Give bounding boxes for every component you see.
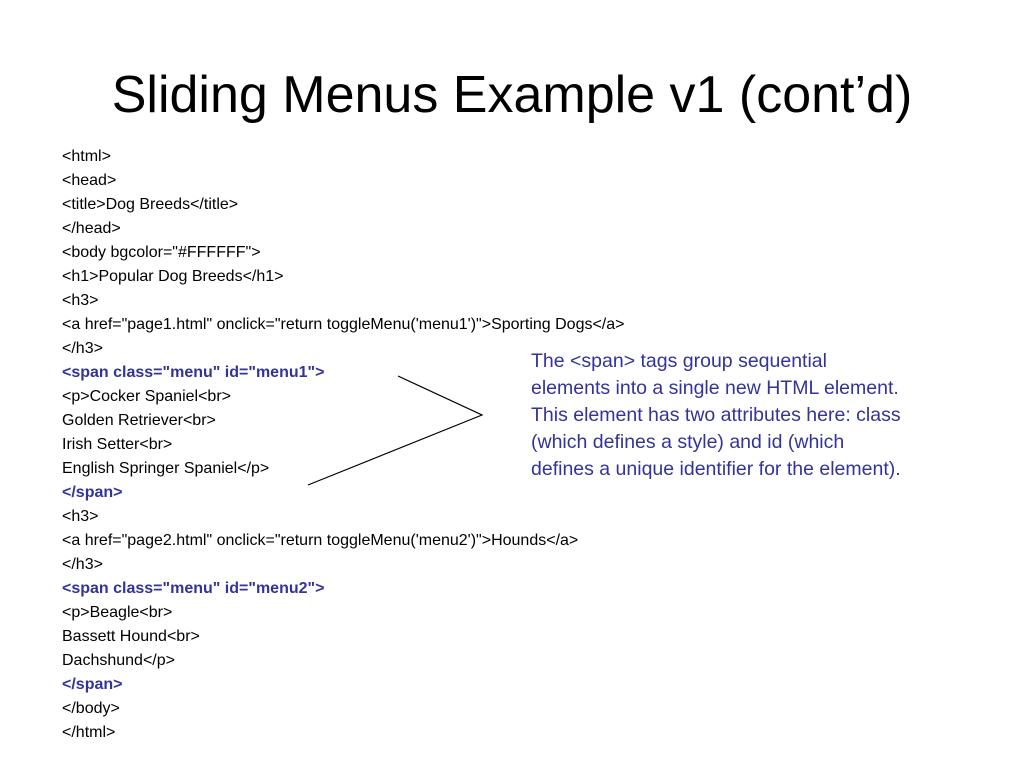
code-line: <html> [62, 148, 111, 165]
code-line: </head> [62, 220, 121, 237]
code-line: </h3> [62, 556, 103, 573]
code-line: <head> [62, 172, 117, 189]
code-line: <a href="page2.html" onclick="return tog… [62, 532, 579, 549]
slide-title: Sliding Menus Example v1 (cont’d) [111, 66, 913, 124]
code-line: </html> [62, 724, 116, 741]
code-line: <p>Cocker Spaniel<br> [62, 388, 231, 405]
callout-note: The <span> tags group sequential element… [531, 350, 901, 480]
code-line-highlighted: </span> [62, 484, 123, 501]
code-line: <p>Beagle<br> [62, 604, 173, 621]
code-line: <body bgcolor="#FFFFFF"> [62, 244, 261, 261]
code-line: Bassett Hound<br> [62, 628, 200, 645]
code-line: </h3> [62, 340, 103, 357]
code-line: <a href="page1.html" onclick="return tog… [62, 316, 625, 333]
code-line-highlighted: <span class="menu" id="menu1"> [62, 364, 325, 381]
code-line: <h3> [62, 508, 99, 525]
code-line: </body> [62, 700, 120, 717]
code-line: <h1>Popular Dog Breeds</h1> [62, 268, 284, 285]
code-line: Irish Setter<br> [62, 436, 173, 453]
code-line: <title>Dog Breeds</title> [62, 196, 239, 213]
code-line-highlighted: <span class="menu" id="menu2"> [62, 580, 325, 597]
code-line: Golden Retriever<br> [62, 412, 216, 429]
code-line-highlighted: </span> [62, 676, 123, 693]
callout-pointer-line [307, 375, 484, 486]
code-listing: <html> <head> <title>Dog Breeds</title> </h… [62, 145, 625, 745]
code-line: Dachshund</p> [62, 652, 175, 669]
code-line: <h3> [62, 292, 99, 309]
code-line: English Springer Spaniel</p> [62, 460, 270, 477]
